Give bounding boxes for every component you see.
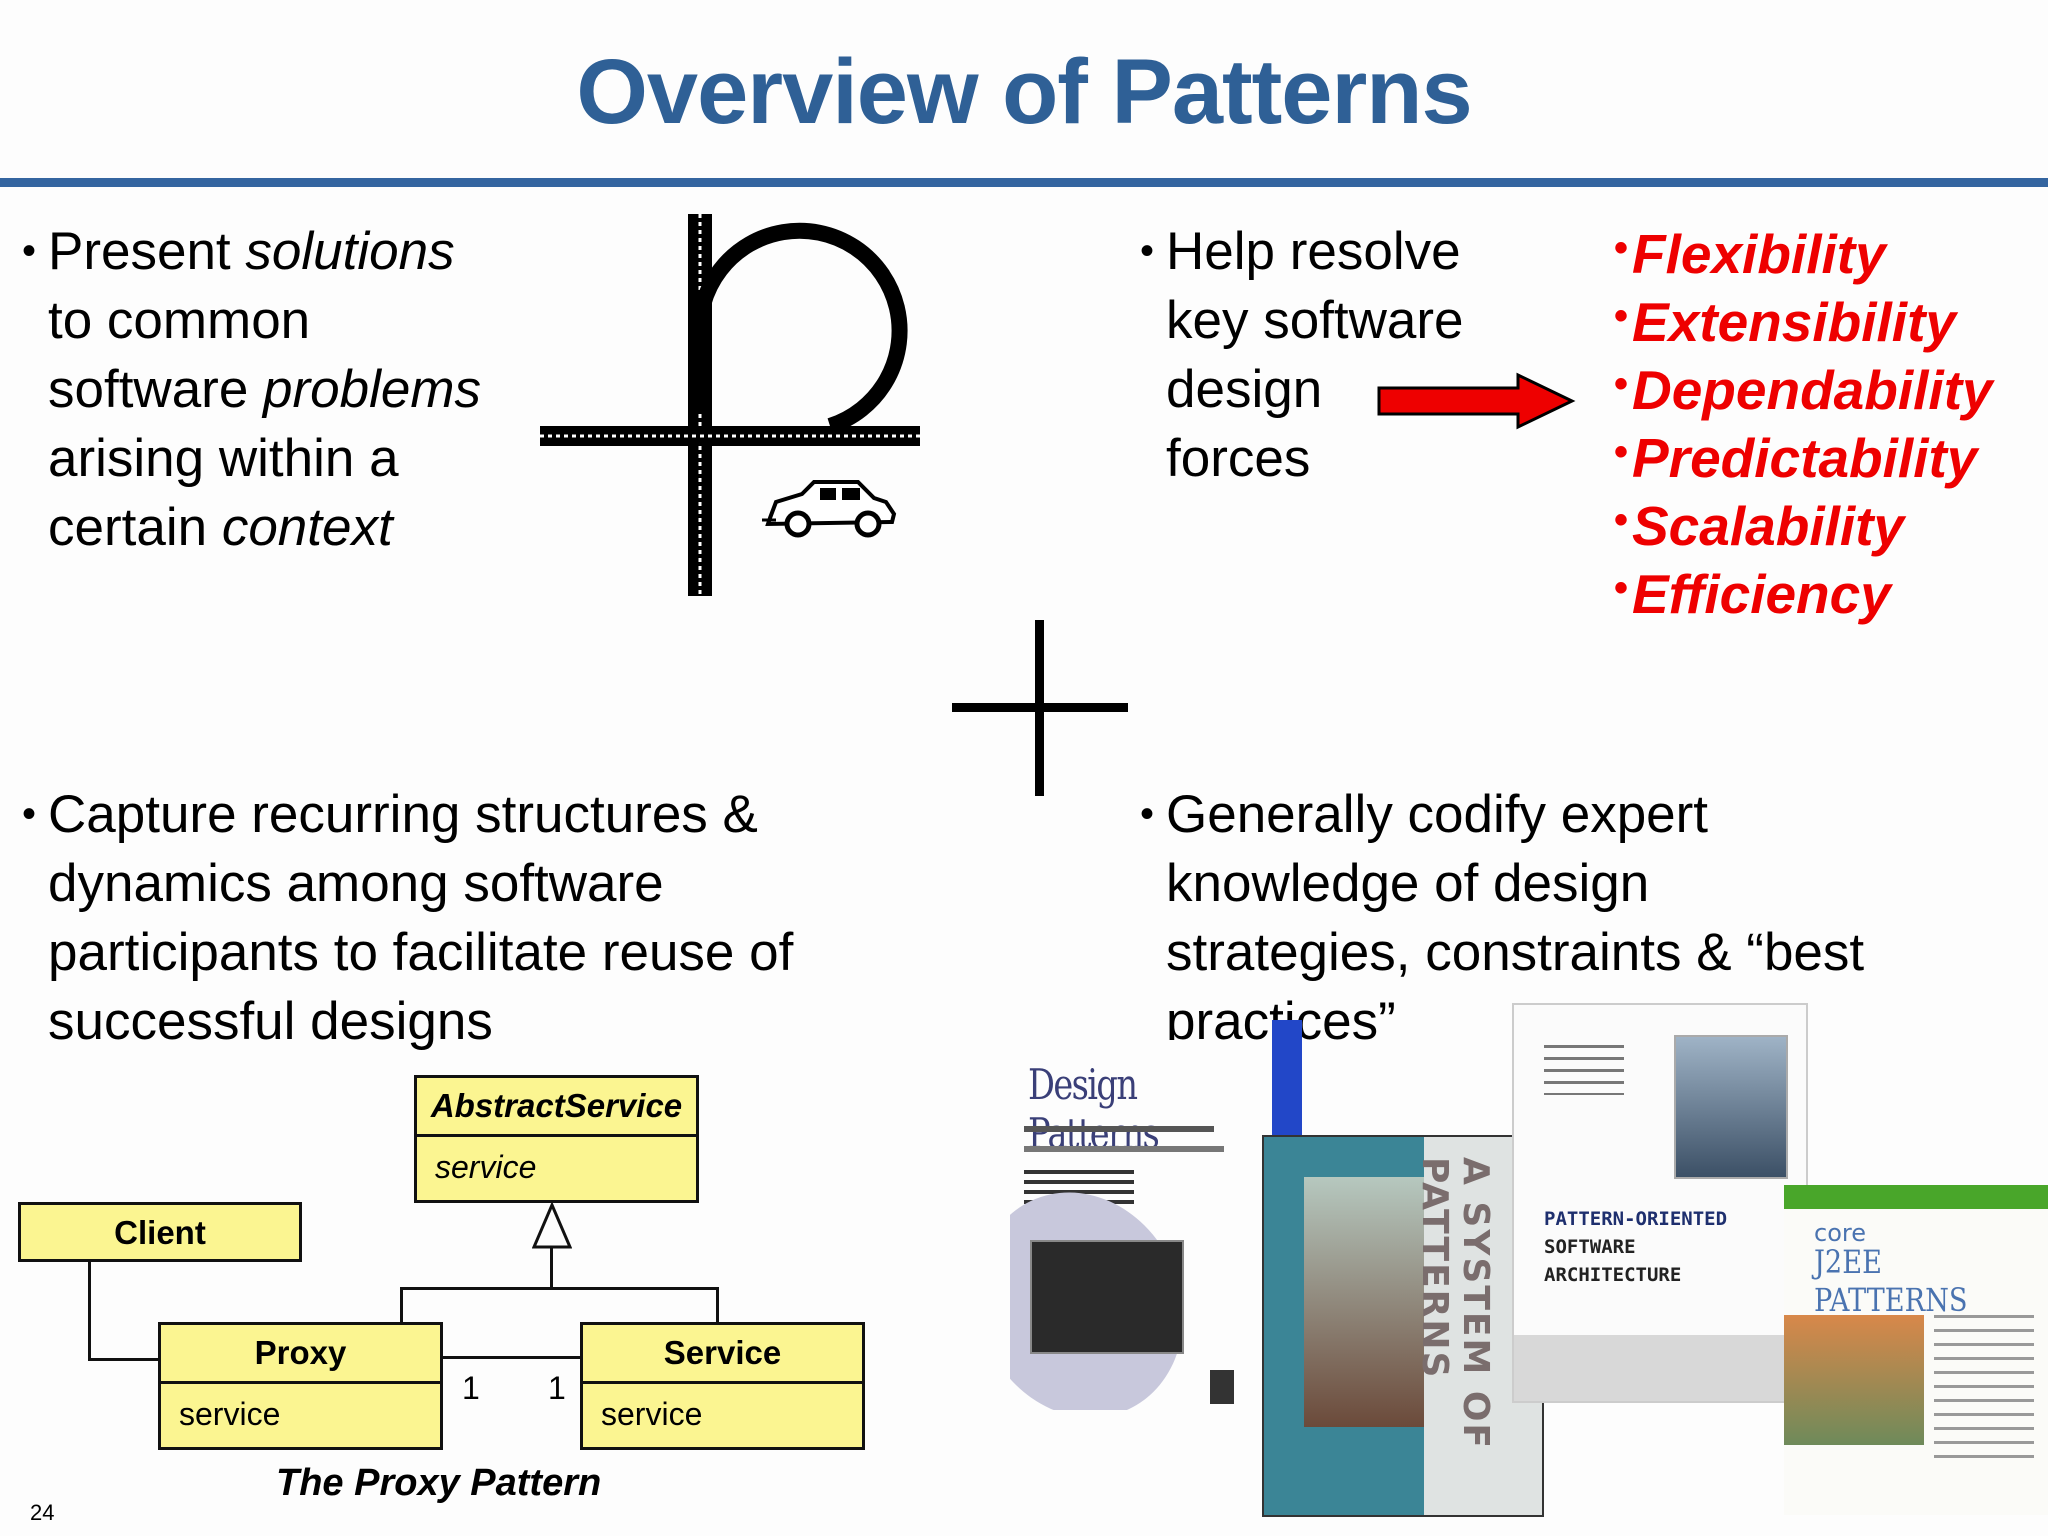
book-title: A SYSTEM OF PATTERNS xyxy=(1414,1157,1496,1451)
client-name: Client xyxy=(114,1214,206,1251)
proxy-name: Proxy xyxy=(161,1325,440,1384)
book-title: Design Patterns xyxy=(1028,1060,1160,1158)
book-brand: core xyxy=(1814,1219,1866,1247)
force-item: Flexibility xyxy=(1614,214,1993,288)
car-icon xyxy=(762,480,897,538)
slide-title: Overview of Patterns xyxy=(576,41,1472,143)
book-title: J2EE PATTERNS xyxy=(1814,1243,1968,1319)
uml-connector xyxy=(550,1247,553,1289)
uml-abstract-service: AbstractService service xyxy=(414,1075,699,1203)
bullet-dot: • xyxy=(22,792,37,836)
q3-line-3: participants to facilitate reuse of xyxy=(48,923,794,982)
page-number: 24 xyxy=(30,1500,55,1525)
forces-list: Flexibility Extensibility Dependability … xyxy=(1614,214,1993,628)
uml-service: Service service xyxy=(580,1322,865,1450)
uml-connector xyxy=(88,1358,160,1361)
red-arrow-icon xyxy=(1377,372,1576,430)
force-item: Scalability xyxy=(1614,486,1993,560)
q1-line-1: Present solutions xyxy=(48,222,455,281)
uml-connector xyxy=(716,1287,719,1325)
book-title-line: PATTERN-ORIENTED xyxy=(1544,1208,1728,1230)
q4-line-2: knowledge of design xyxy=(1166,854,1650,913)
title-divider xyxy=(0,178,2048,187)
uml-connector xyxy=(400,1287,403,1325)
q4-line-3: strategies, constraints & “best xyxy=(1166,923,1865,982)
service-name: Service xyxy=(583,1325,862,1384)
bullet-dot: • xyxy=(1140,229,1155,273)
book-title-line: SOFTWARE xyxy=(1544,1236,1636,1258)
q4-bullet: • Generally codify expert knowledge of d… xyxy=(1140,780,2048,1056)
q3-line-2: dynamics among software xyxy=(48,854,664,913)
uml-proxy: Proxy service xyxy=(158,1322,443,1450)
uml-association xyxy=(443,1356,583,1359)
q2-line-1: Help resolve xyxy=(1166,222,1461,281)
uml-client: Client xyxy=(18,1202,302,1262)
q2-bullet: • Help resolve key software design force… xyxy=(1140,217,1546,493)
force-item: Extensibility xyxy=(1614,282,1993,356)
q1-line-3: software problems xyxy=(48,360,482,419)
uml-connector xyxy=(88,1262,91,1360)
q1-line-4: arising within a xyxy=(48,429,399,488)
force-item: Dependability xyxy=(1614,350,1993,424)
q4-line-1: Generally codify expert xyxy=(1166,785,1709,844)
book-core-j2ee-patterns: core J2EE PATTERNS xyxy=(1784,1185,2048,1515)
book-title-line: ARCHITECTURE xyxy=(1544,1264,1682,1286)
force-item: Efficiency xyxy=(1614,554,1993,628)
q2-line-3: design xyxy=(1166,360,1323,419)
force-item: Predictability xyxy=(1614,418,1993,492)
multiplicity-right: 1 xyxy=(548,1370,566,1406)
q3-bullet: • Capture recurring structures & dynamic… xyxy=(22,780,948,1056)
q3-line-4: successful designs xyxy=(48,992,493,1051)
book-design-patterns: Design Patterns xyxy=(1010,1040,1250,1410)
q1-line-2: to common xyxy=(48,291,311,350)
service-op: service xyxy=(601,1396,703,1432)
q1-line-5: certain context xyxy=(48,498,393,557)
plus-icon xyxy=(952,620,1128,796)
book-posa2: PATTERN-ORIENTED SOFTWARE ARCHITECTURE xyxy=(1512,1003,1808,1403)
road-car-illustration xyxy=(540,214,920,596)
q3-line-1: Capture recurring structures & xyxy=(48,785,758,844)
book-system-of-patterns: A SYSTEM OF PATTERNS xyxy=(1262,1135,1544,1517)
q1-bullet: • Present solutions to common software p… xyxy=(22,217,542,562)
bullet-dot: • xyxy=(1140,792,1155,836)
abstract-service-name: AbstractService xyxy=(417,1078,696,1137)
q2-line-2: key software xyxy=(1166,291,1464,350)
proxy-op: service xyxy=(179,1396,281,1432)
inheritance-triangle-icon xyxy=(532,1203,572,1249)
q2-line-4: forces xyxy=(1166,429,1311,488)
abstract-service-op: service xyxy=(435,1149,537,1185)
bullet-dot: • xyxy=(22,229,37,273)
multiplicity-left: 1 xyxy=(462,1370,480,1406)
uml-connector xyxy=(400,1287,718,1290)
uml-caption: The Proxy Pattern xyxy=(276,1462,602,1504)
